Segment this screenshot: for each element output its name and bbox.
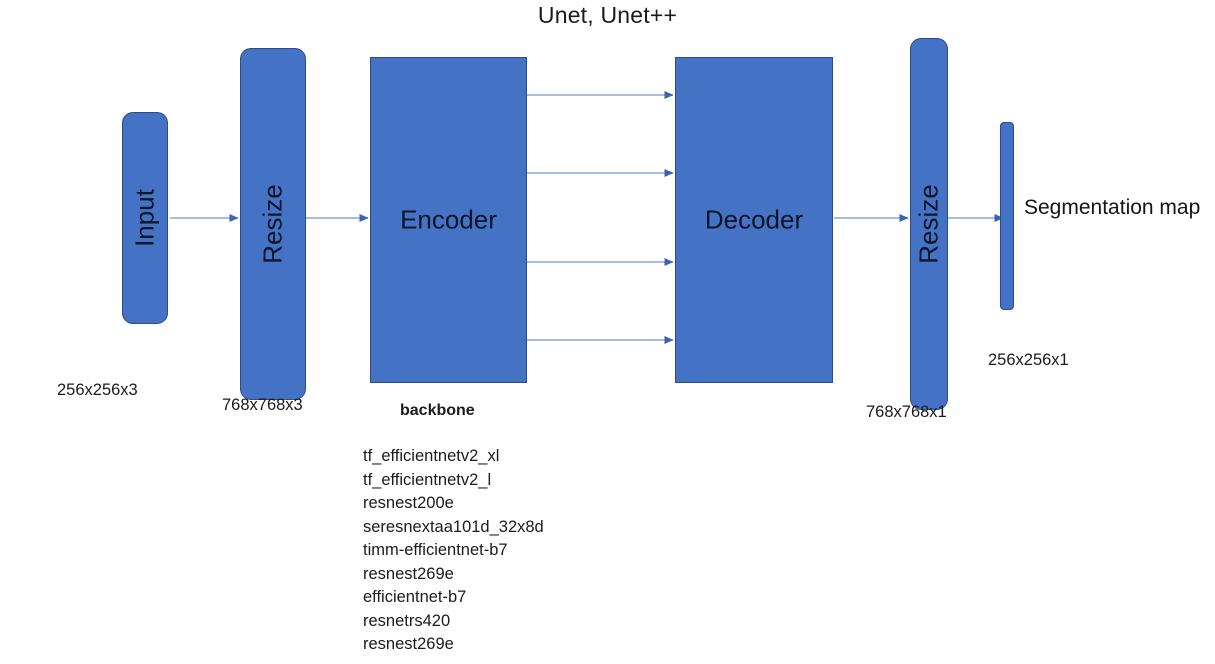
backbone-list-item: resnetrs420 <box>363 611 451 630</box>
block-decoder[interactable]: Decoder <box>675 57 833 383</box>
backbone-list-item: timm-efficientnet-b7 <box>363 541 508 559</box>
caption-resize-output-shape: 768x768x1 <box>866 403 947 421</box>
backbone-list: tf_efficientnetv2_xl tf_efficientnetv2_l… <box>363 445 544 657</box>
block-resize-output-label: Resize <box>913 184 944 264</box>
backbone-list-item: resnest269e <box>363 635 454 653</box>
caption-input-shape: 256x256x3 <box>57 381 138 399</box>
backbone-list-item: resnest269e <box>363 564 454 583</box>
block-resize-input[interactable]: Resize <box>240 48 306 400</box>
backbone-list-item: resnest200e <box>363 494 454 512</box>
block-segmentation-map[interactable] <box>1000 122 1014 310</box>
backbone-list-item: seresnextaa101d_32x8d <box>363 517 544 536</box>
block-resize-input-label: Resize <box>257 184 288 264</box>
caption-resize-input-shape: 768x768x3 <box>222 396 303 414</box>
block-encoder[interactable]: Encoder <box>370 57 527 383</box>
backbone-list-item: tf_efficientnetv2_xl <box>363 447 500 465</box>
backbone-heading: backbone <box>400 402 475 419</box>
block-resize-output[interactable]: Resize <box>910 38 948 410</box>
block-input-label: Input <box>129 189 160 247</box>
backbone-list-item: tf_efficientnetv2_l <box>363 470 492 489</box>
page-title: Unet, Unet++ <box>537 2 678 28</box>
caption-segmentation-shape: 256x256x1 <box>988 351 1069 369</box>
block-encoder-label: Encoder <box>400 204 497 235</box>
block-decoder-label: Decoder <box>704 204 804 235</box>
block-input[interactable]: Input <box>122 112 168 324</box>
label-segmentation-map: Segmentation map <box>1024 196 1201 219</box>
backbone-list-item: efficientnet-b7 <box>363 588 467 606</box>
